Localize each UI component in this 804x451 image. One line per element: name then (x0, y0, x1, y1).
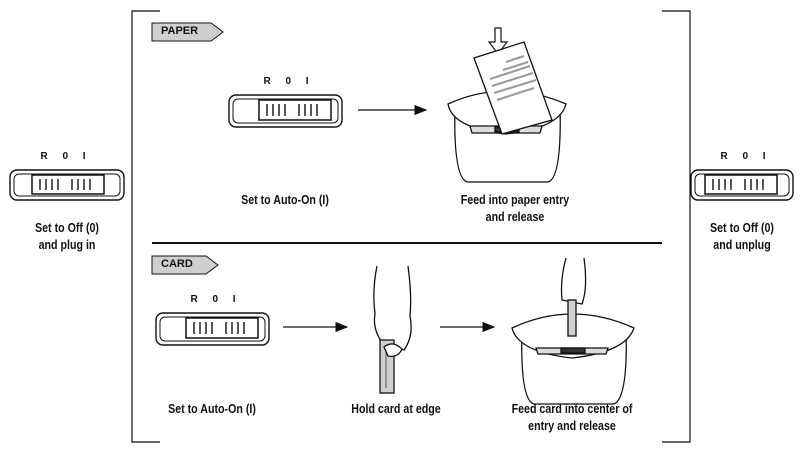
switch-marks-paper: R 0 I (263, 76, 315, 87)
caption-card-hold: Hold card at edge (351, 401, 441, 416)
caption-left: Set to Off (0) and plug in (35, 220, 99, 252)
switch-marks-right: R 0 I (720, 151, 772, 162)
switch-off-left (9, 169, 125, 201)
switch-marks-card: R 0 I (190, 294, 242, 305)
card-section-tag (151, 255, 219, 275)
switch-auto-on-paper (228, 94, 343, 128)
switch-off-right (690, 169, 794, 201)
hand-holding-card-illustration (373, 265, 412, 394)
down-arrow-icon (487, 27, 509, 55)
paper-section-tag (151, 22, 224, 42)
caption-card-feed: Feed card into center of entry and relea… (511, 401, 633, 433)
card-section-label: CARD (161, 258, 193, 270)
caption-right: Set to Off (0) and unplug (710, 220, 774, 252)
paper-shredder-illustration (447, 41, 567, 183)
switch-marks-left: R 0 I (40, 151, 92, 162)
paper-section-label: PAPER (161, 25, 199, 37)
switch-auto-on-card (155, 312, 270, 346)
caption-paper-feed: Feed into paper entry and release (460, 192, 570, 224)
caption-paper-switch: Set to Auto-On (I) (241, 192, 329, 207)
frame-bracket-left (131, 10, 160, 443)
frame-bracket-right (662, 10, 691, 443)
card-shredder-illustration (511, 257, 635, 405)
caption-card-switch: Set to Auto-On (I) (168, 401, 256, 416)
